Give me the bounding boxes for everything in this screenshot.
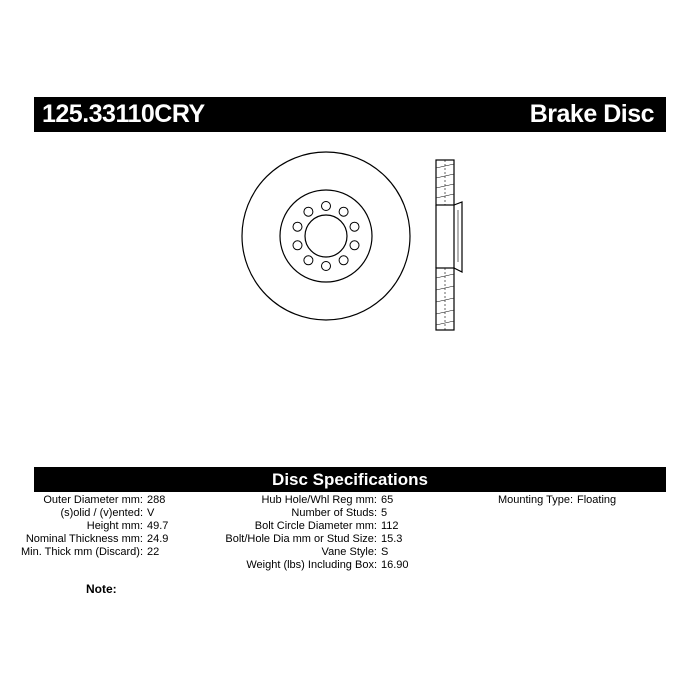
specs-title: Disc Specifications: [272, 470, 428, 489]
spec-value: Floating: [577, 494, 617, 506]
spec-value: 288: [147, 494, 166, 506]
brake-disc-drawing: [241, 151, 463, 331]
spec-label: Outer Diameter mm:: [43, 494, 143, 506]
spec-label: Bolt Circle Diameter mm:: [254, 520, 377, 532]
stud-holes: [292, 201, 360, 271]
disc-front-view: [241, 151, 411, 321]
product-type: Brake Disc: [529, 100, 655, 128]
spec-label: (s)olid / (v)ented:: [60, 507, 143, 519]
disc-side-view: [435, 159, 463, 331]
spec-value: 112: [381, 520, 399, 532]
spec-value: 22: [147, 546, 160, 558]
spec-value: 5: [381, 507, 388, 519]
spec-label: Mounting Type:: [497, 494, 573, 506]
spec-label: Hub Hole/Whl Reg mm:: [261, 494, 377, 506]
spec-label: Nominal Thickness mm:: [25, 533, 143, 545]
spec-value: V: [147, 507, 155, 519]
spec-value: 49.7: [147, 520, 169, 532]
title-bar: 125.33110CRY Brake Disc: [34, 97, 666, 132]
spec-value: 15.3: [381, 533, 403, 545]
specs-header-bar: Disc Specifications: [34, 467, 666, 492]
spec-value: 65: [381, 494, 394, 506]
disc-outer-edge: [241, 151, 411, 321]
spec-value: 16.90: [381, 559, 409, 571]
spec-label: Height mm:: [86, 520, 143, 532]
hub-hole: [304, 214, 348, 258]
spec-label: Min. Thick mm (Discard):: [20, 546, 143, 558]
spec-label: Bolt/Hole Dia mm or Stud Size:: [225, 533, 377, 545]
spec-label: Number of Studs:: [291, 507, 377, 519]
hat-outer-edge: [279, 189, 373, 283]
spec-label: Vane Style:: [321, 546, 377, 558]
part-number: 125.33110CRY: [42, 100, 205, 128]
spec-value: 24.9: [147, 533, 169, 545]
spec-label: Weight (lbs) Including Box:: [246, 559, 377, 571]
spec-value: S: [381, 546, 389, 558]
note-label: Note:: [86, 582, 117, 596]
